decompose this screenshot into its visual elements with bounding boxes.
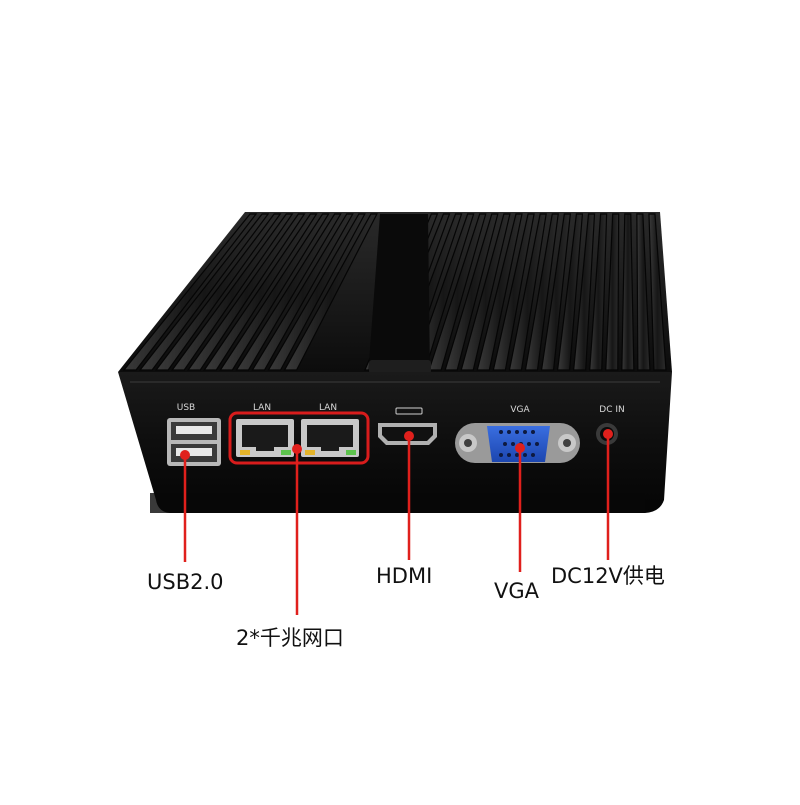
heatsink-fin bbox=[219, 213, 330, 371]
vga-callout-dot bbox=[515, 443, 525, 453]
usb-callout-dot bbox=[180, 450, 190, 460]
vga-pin bbox=[507, 430, 511, 434]
heatsink-fin bbox=[122, 213, 258, 371]
vga-silkscreen: VGA bbox=[510, 405, 530, 415]
heatsink-fin bbox=[524, 213, 559, 371]
dc-callout-label: DC12V供电 bbox=[551, 564, 665, 588]
hdmi-callout-dot bbox=[404, 431, 414, 441]
vga-pin bbox=[523, 453, 527, 457]
vga-callout-label: VGA bbox=[494, 579, 540, 603]
dc-callout-dot bbox=[603, 429, 613, 439]
vga-pin bbox=[511, 442, 515, 446]
vga-pin bbox=[503, 442, 507, 446]
lan2-silkscreen: LAN bbox=[319, 403, 337, 413]
vga-pin bbox=[515, 453, 519, 457]
heatsink-fin bbox=[540, 213, 572, 371]
vga-pin bbox=[515, 430, 519, 434]
lan-highlight-box bbox=[228, 411, 370, 465]
heatsink-fin bbox=[251, 213, 354, 371]
heatsink-fin bbox=[267, 213, 366, 371]
heatsink-fin bbox=[154, 213, 282, 371]
heatsink-fin bbox=[648, 213, 667, 371]
callout-lines bbox=[180, 429, 613, 615]
heatsink-fin bbox=[556, 213, 584, 371]
heatsink-fin bbox=[605, 213, 620, 371]
dc-in-silkscreen: DC IN bbox=[599, 405, 624, 415]
vga-pin bbox=[531, 453, 535, 457]
vga-port bbox=[455, 423, 580, 463]
vga-pin bbox=[499, 430, 503, 434]
hdmi-callout-label: HDMI bbox=[376, 564, 433, 588]
heatsink-fin bbox=[492, 213, 535, 371]
lan-callout-dot bbox=[292, 444, 302, 454]
vga-pin bbox=[499, 453, 503, 457]
heatsink-fin bbox=[573, 213, 596, 371]
heatsink-fin bbox=[508, 213, 547, 371]
heatsink-fin bbox=[476, 213, 523, 371]
heatsink-fin bbox=[636, 213, 651, 371]
heatsink-fin bbox=[138, 213, 270, 371]
usb-callout-label: USB2.0 bbox=[147, 570, 224, 594]
vga-pin bbox=[527, 442, 531, 446]
usb-ports bbox=[167, 418, 221, 466]
heatsink-fin bbox=[460, 213, 511, 371]
heatsink bbox=[118, 212, 672, 376]
vga-pin bbox=[507, 453, 511, 457]
heatsink-fin bbox=[621, 213, 635, 371]
vga-pin bbox=[535, 442, 539, 446]
heatsink-fin bbox=[203, 213, 318, 371]
heatsink-fin bbox=[187, 213, 306, 371]
center-channel-lip bbox=[369, 360, 431, 374]
heatsink-fin bbox=[283, 213, 378, 371]
lan-callout-label: 2*千兆网口 bbox=[236, 626, 344, 650]
heatsink-fin bbox=[589, 213, 608, 371]
vga-pin bbox=[531, 430, 535, 434]
heatsink-fin bbox=[171, 213, 294, 371]
heatsink-center-channel bbox=[368, 214, 430, 376]
heatsink-fin bbox=[428, 213, 487, 371]
usb-silkscreen: USB bbox=[177, 403, 195, 413]
lan-port-2 bbox=[301, 419, 359, 457]
lan1-silkscreen: LAN bbox=[253, 403, 271, 413]
heatsink-fin bbox=[444, 213, 499, 371]
vga-pin bbox=[523, 430, 527, 434]
heatsink-fin bbox=[235, 213, 342, 371]
vga-pins bbox=[499, 430, 539, 457]
lan-port-1 bbox=[236, 419, 294, 457]
